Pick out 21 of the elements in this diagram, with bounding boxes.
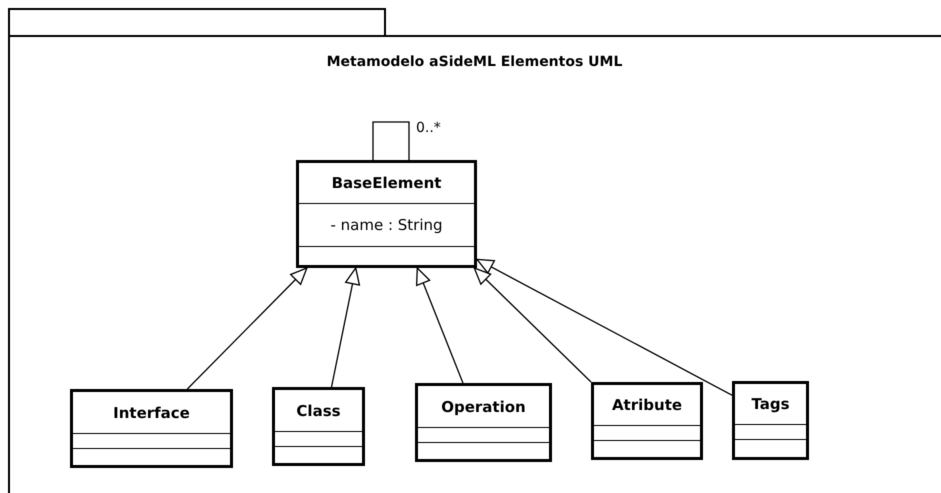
class-box	[732, 381, 809, 460]
generalization-arrow	[330, 267, 360, 388]
generalization-arrow	[416, 267, 464, 384]
class-name: Interface	[112, 402, 191, 424]
generalization-arrow	[474, 267, 592, 382]
association-line	[372, 121, 410, 160]
class-name: BaseElement	[330, 173, 442, 194]
class-box	[272, 387, 365, 466]
generalization-arrow	[476, 258, 732, 396]
class-box	[415, 383, 552, 462]
generalization-arrow	[186, 267, 308, 390]
class-box	[296, 160, 477, 268]
class-name: Operation	[440, 396, 527, 418]
class-name: Class	[295, 400, 342, 422]
package-title: Metamodelo aSideML Elementos UML	[326, 54, 624, 70]
package-frame	[8, 8, 941, 493]
attribute-text: - name : String	[330, 216, 443, 234]
class-box	[70, 389, 233, 468]
class-name: Atribute	[610, 395, 684, 416]
class-box	[591, 382, 703, 460]
class-name: Tags	[750, 394, 791, 415]
